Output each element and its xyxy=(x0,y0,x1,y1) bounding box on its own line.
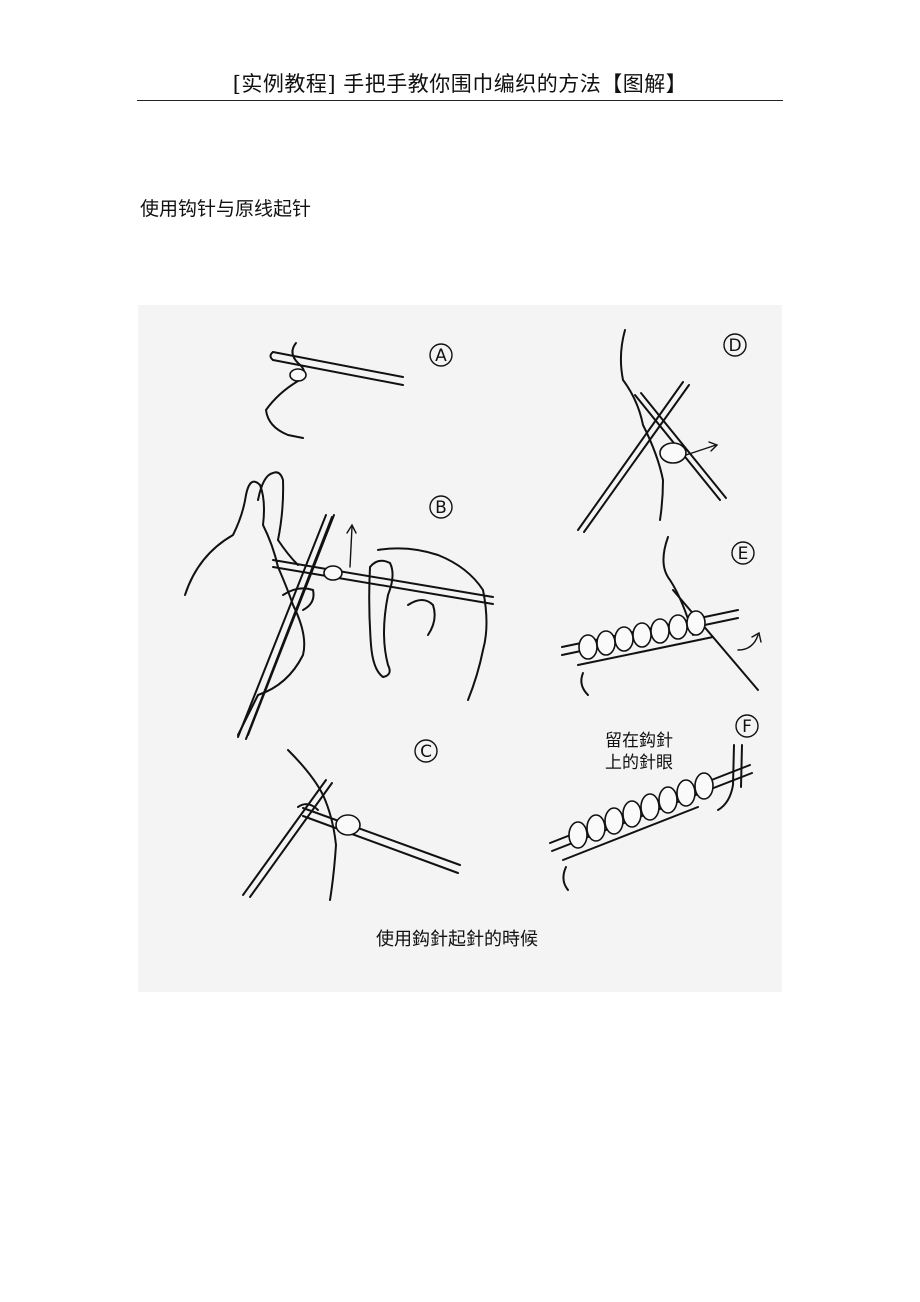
step-e-label: E xyxy=(731,541,755,565)
page-title: [实例教程] 手把手教你围巾编织的方法【图解】 xyxy=(232,72,688,96)
annotation-line-1: 留在鈎針 xyxy=(605,731,673,751)
step-b-label: B xyxy=(429,495,453,519)
step-a-letter: A xyxy=(435,346,447,366)
step-f-stitches xyxy=(568,772,714,849)
step-c-drawing xyxy=(242,749,461,901)
step-b-drawing xyxy=(184,471,494,740)
step-e-drawing xyxy=(561,536,762,696)
step-e-letter: E xyxy=(738,544,749,564)
step-d-label: D xyxy=(723,333,747,357)
section-heading: 使用钩针与原线起针 xyxy=(140,198,312,220)
step-b-letter: B xyxy=(435,498,447,518)
step-f-label: F xyxy=(735,714,759,738)
step-f-drawing xyxy=(549,744,753,891)
annotation-line-2: 上的針眼 xyxy=(605,753,673,773)
step-a-drawing xyxy=(265,342,404,439)
step-a-label: A xyxy=(429,343,453,367)
step-d-drawing xyxy=(577,329,727,533)
step-f-letter: F xyxy=(742,717,752,737)
step-c-letter: C xyxy=(420,742,432,762)
knitting-illustration: A B xyxy=(138,305,782,992)
illustration-canvas: A B xyxy=(184,329,762,950)
step-c-label: C xyxy=(414,739,438,763)
page-header: [实例教程] 手把手教你围巾编织的方法【图解】 xyxy=(137,62,783,101)
step-e-stitches xyxy=(578,610,706,660)
figure-caption: 使用鈎針起針的時候 xyxy=(376,929,538,950)
step-d-letter: D xyxy=(728,336,741,356)
